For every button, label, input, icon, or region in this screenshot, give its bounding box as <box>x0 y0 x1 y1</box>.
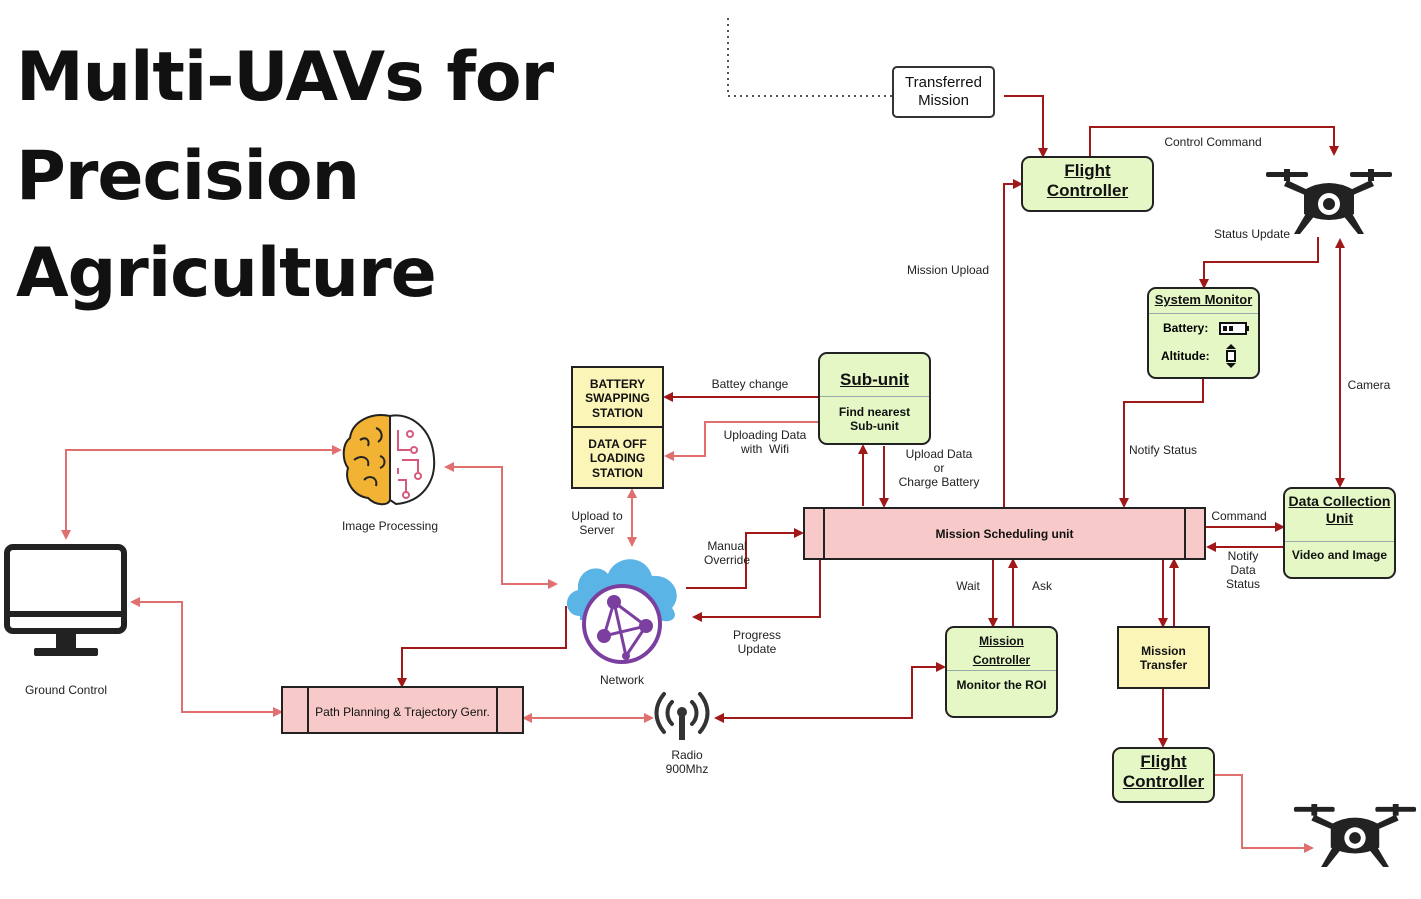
label-status-update: Status Update <box>1213 227 1291 241</box>
title-line-3: Agriculture <box>16 234 437 313</box>
flight-controller-bottom-label: Flight Controller <box>1122 752 1205 792</box>
mission-controller-box: Mission Controller Monitor the ROI <box>945 626 1058 718</box>
edge-image-to-network <box>444 462 558 589</box>
transferred-mission-label: Transferred Mission <box>905 74 982 109</box>
edge-manual-override <box>686 528 804 589</box>
system-monitor-box: System Monitor Battery: Altitude: <box>1147 287 1260 379</box>
network-label: Network <box>599 673 644 687</box>
battery-swapping-label: BATTERY SWAPPING STATION <box>585 377 650 420</box>
transferred-mission-box: Transferred Mission <box>892 66 995 118</box>
monitor-icon <box>4 544 127 656</box>
sub-unit-box: Sub-unit Find nearest Sub-unit <box>818 352 931 445</box>
label-camera: Camera <box>1347 378 1391 392</box>
image-processing-label: Image Processing <box>341 519 439 533</box>
edge-uploading-data <box>664 421 820 461</box>
edge-status-update <box>1199 237 1319 289</box>
battery-swapping-station: BATTERY SWAPPING STATION <box>571 366 664 428</box>
path-planning-box: Path Planning & Trajectory Genr. <box>281 686 524 734</box>
data-collection-title: Data Collection Unit <box>1288 493 1391 526</box>
edge-transferred-to-fc <box>1004 95 1048 158</box>
battery-icon <box>1219 322 1249 335</box>
data-collection-body: Video and Image <box>1291 548 1388 562</box>
drone-icon <box>1266 169 1392 234</box>
sub-unit-title: Sub-unit <box>840 370 909 389</box>
data-offloading-station: DATA OFF LOADING STATION <box>571 426 664 489</box>
label-progress-update: Progress Update <box>732 628 782 656</box>
edge-mission-upload <box>1003 179 1023 508</box>
mission-transfer-box: Mission Transfer <box>1117 626 1210 689</box>
path-planning-label: Path Planning & Trajectory Genr. <box>315 705 490 719</box>
label-upload-data: Upload Data or Charge Battery <box>898 447 980 489</box>
cloud-network-icon <box>566 559 677 664</box>
label-battery-change: Battey change <box>711 377 789 391</box>
label-notify-data-status: Notify Data Status <box>1225 549 1261 591</box>
system-monitor-title: System Monitor <box>1154 292 1253 307</box>
mission-scheduling-label: Mission Scheduling unit <box>935 527 1074 541</box>
label-manual-override: Manual Override <box>703 539 750 567</box>
altitude-label: Altitude: <box>1161 349 1210 363</box>
mission-scheduling-unit: Mission Scheduling unit <box>803 507 1206 560</box>
label-control-command: Control Command <box>1164 135 1262 149</box>
edge-control-command <box>1089 126 1339 157</box>
radio-label: Radio 900Mhz <box>665 748 709 776</box>
edge-ground-to-image <box>61 445 342 540</box>
mission-controller-body: Monitor the ROI <box>956 678 1047 692</box>
label-notify-status: Notify Status <box>1128 443 1198 457</box>
label-uploading-data: Uploading Data with Wifi <box>723 428 807 456</box>
flight-controller-top: Flight Controller <box>1021 156 1154 212</box>
radio-antenna-icon <box>654 692 710 740</box>
edge-notify-status <box>1119 378 1204 508</box>
battery-label: Battery: <box>1163 321 1209 335</box>
dotted-link <box>727 18 892 97</box>
data-collection-unit: Data Collection Unit Video and Image <box>1283 487 1396 579</box>
altitude-icon <box>1226 344 1236 368</box>
data-offloading-label: DATA OFF LOADING STATION <box>588 437 647 480</box>
mission-controller-title: Mission Controller <box>972 634 1031 667</box>
label-wait: Wait <box>956 579 980 593</box>
title-line-1: Multi-UAVs for <box>16 38 554 117</box>
title-line-2: Precision <box>16 137 360 216</box>
label-command: Command <box>1211 509 1267 523</box>
flight-controller-top-label: Flight Controller <box>1046 161 1129 201</box>
label-ask: Ask <box>1031 579 1052 593</box>
drone-icon-bottom <box>1293 804 1417 868</box>
mission-transfer-label: Mission Transfer <box>1139 644 1188 673</box>
edge-radio-mission-controller <box>714 662 946 723</box>
label-mission-upload: Mission Upload <box>906 263 990 277</box>
ground-control-label: Ground Control <box>24 683 108 697</box>
flight-controller-bottom: Flight Controller <box>1112 747 1215 803</box>
edge-fc-to-drone <box>1214 774 1314 853</box>
label-upload-to-server: Upload to Server <box>571 509 623 537</box>
brain-icon <box>342 414 436 506</box>
sub-unit-body: Find nearest Sub-unit <box>838 405 911 434</box>
edge-ground-to-path <box>130 597 283 717</box>
edge-network-to-path <box>397 606 567 688</box>
